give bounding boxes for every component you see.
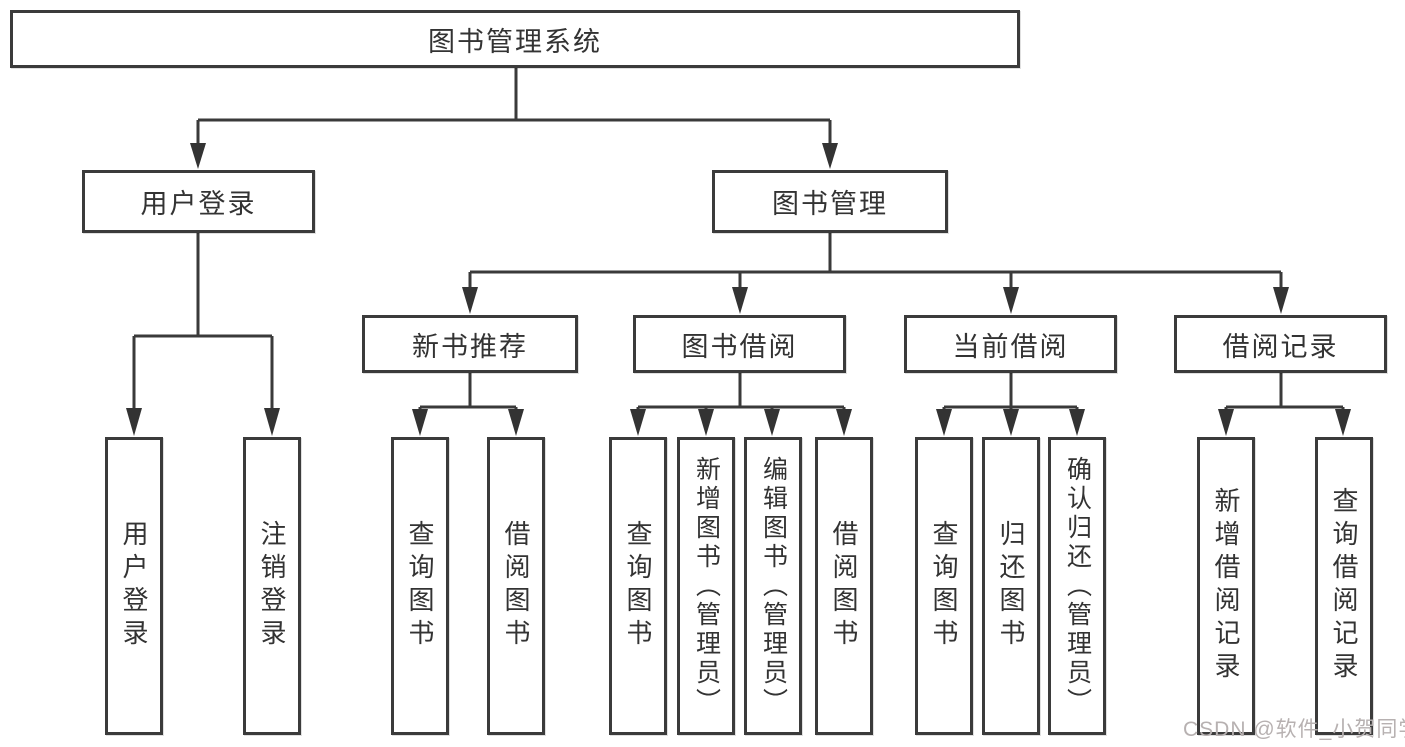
leaf-add-books-admin: 新增图书（管理员） (677, 437, 735, 735)
arrow-down-icon (764, 409, 780, 436)
node-borrow-records: 借阅记录 (1174, 315, 1387, 373)
leaf-edit-books-admin: 编辑图书（管理员） (744, 437, 802, 735)
leaf-label: 查询图书 (623, 520, 653, 652)
node-new-book-recommend: 新书推荐 (362, 315, 578, 373)
node-user-login-label: 用户登录 (140, 189, 257, 219)
arrow-down-icon (1335, 409, 1351, 436)
arrow-down-icon (412, 409, 428, 436)
node-borrow-records-label: 借阅记录 (1222, 331, 1339, 362)
leaf-query-books-borrow: 查询图书 (609, 437, 667, 735)
arrow-down-icon (1218, 409, 1234, 436)
node-current-borrow-label: 当前借阅 (952, 331, 1069, 362)
arrow-down-icon (822, 143, 838, 169)
arrow-down-icon (508, 409, 524, 436)
leaf-logout: 注销登录 (243, 437, 301, 735)
leaf-label: 用户登录 (119, 520, 149, 652)
leaf-label: 新增借阅记录 (1211, 487, 1241, 685)
arrow-down-icon (264, 408, 280, 436)
arrow-down-icon (698, 409, 714, 436)
node-root-label: 图书管理系统 (428, 26, 602, 57)
node-new-book-recommend-label: 新书推荐 (412, 331, 528, 362)
arrow-down-icon (1003, 287, 1019, 314)
node-book-borrow: 图书借阅 (633, 315, 846, 373)
node-book-borrow-label: 图书借阅 (681, 331, 798, 362)
node-current-borrow: 当前借阅 (904, 315, 1117, 373)
arrow-down-icon (190, 143, 206, 169)
leaf-label: 查询图书 (929, 520, 959, 652)
node-book-management: 图书管理 (712, 170, 948, 233)
arrow-down-icon (1003, 409, 1019, 436)
leaf-label: 编辑图书（管理员） (759, 455, 788, 717)
arrow-down-icon (732, 287, 748, 314)
watermark: CSDN @软件_小贺同学 (1183, 718, 1405, 741)
arrow-down-icon (836, 409, 852, 436)
leaf-add-borrow-record: 新增借阅记录 (1197, 437, 1255, 735)
leaf-return-books: 归还图书 (982, 437, 1040, 735)
leaf-query-books-recommend: 查询图书 (391, 437, 449, 735)
leaf-label: 借阅图书 (501, 520, 531, 652)
arrow-down-icon (630, 409, 646, 436)
leaf-borrow-books-recommend: 借阅图书 (487, 437, 545, 735)
arrow-down-icon (462, 287, 478, 314)
arrow-down-icon (936, 409, 952, 436)
leaf-label: 查询图书 (405, 520, 435, 652)
arrow-down-icon (1273, 287, 1289, 314)
leaf-label: 注销登录 (257, 520, 287, 652)
arrow-down-icon (1069, 409, 1085, 436)
node-user-login: 用户登录 (82, 170, 315, 233)
node-root: 图书管理系统 (10, 10, 1020, 68)
leaf-label: 查询借阅记录 (1329, 487, 1359, 685)
node-book-management-label: 图书管理 (772, 189, 888, 219)
leaf-query-borrow-record: 查询借阅记录 (1315, 437, 1373, 735)
leaf-label: 新增图书（管理员） (692, 455, 721, 717)
arrow-down-icon (126, 408, 142, 436)
leaf-borrow-books: 借阅图书 (815, 437, 873, 735)
leaf-label: 确认归还（管理员） (1063, 455, 1092, 717)
leaf-label: 归还图书 (996, 520, 1026, 652)
leaf-confirm-return-admin: 确认归还（管理员） (1048, 437, 1106, 735)
leaf-user-login: 用户登录 (105, 437, 163, 735)
leaf-query-books-current: 查询图书 (915, 437, 973, 735)
leaf-label: 借阅图书 (829, 520, 859, 652)
